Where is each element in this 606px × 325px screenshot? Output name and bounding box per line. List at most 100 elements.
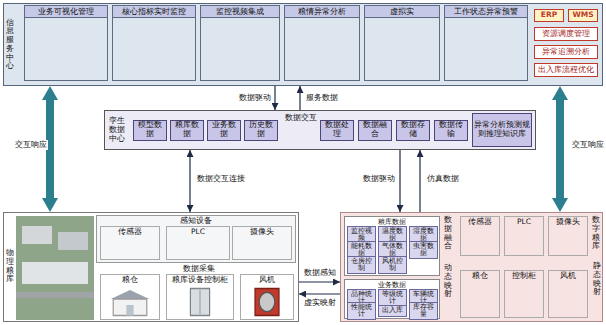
annotation-label: 静态映射 bbox=[593, 262, 601, 297]
group-box: 业务数据品种统计等级统计车辆统计性能统计出入库库存容量 bbox=[344, 279, 440, 319]
edge-label: 交互响应 bbox=[571, 140, 605, 150]
depot-photo bbox=[16, 216, 94, 320]
node-label: 风机 bbox=[549, 272, 587, 281]
data-chip: 仓房控制 bbox=[347, 256, 376, 274]
module-box: 历史数据 bbox=[244, 120, 278, 141]
node-label: 业务数据 bbox=[209, 121, 239, 138]
silo-icon bbox=[111, 290, 149, 316]
data-chip: 虫害数据 bbox=[409, 241, 438, 259]
module-box: 数据存储 bbox=[396, 120, 430, 141]
photo-building bbox=[22, 262, 88, 284]
node-label: 传感器 bbox=[461, 218, 499, 227]
node-label: 性能统计 bbox=[349, 304, 374, 319]
device-box: PLC bbox=[504, 216, 544, 256]
module-box: 异常分析预测规则推理知识库 bbox=[472, 113, 532, 147]
photo-building bbox=[58, 232, 88, 250]
node-label: 数字粮库 bbox=[592, 216, 600, 251]
module-box: 粮库数据 bbox=[170, 120, 204, 141]
edge-label: 服务数据 bbox=[305, 93, 339, 103]
region-band: 信息服务中心 业务可视化管理核心指标实时监控监控视频集成粮情异常分析虚拟实工作状态… bbox=[3, 3, 603, 86]
node-label: 数据处理 bbox=[322, 121, 352, 138]
node-label: ERP bbox=[541, 11, 557, 20]
module-box: 异常追溯分析 bbox=[534, 45, 598, 59]
module-box: 资源调度管理 bbox=[534, 27, 598, 41]
device-box: 粮仓 bbox=[460, 270, 500, 318]
node-label: 工作状态异常预警 bbox=[445, 6, 527, 18]
node-label: 粮库数据 bbox=[172, 121, 202, 138]
connector-arrow bbox=[419, 150, 420, 212]
device-box: 传感器 bbox=[100, 226, 160, 260]
region-band: 数字粮库粮库数据监控视频温度数据湿度数据能耗数据气体数据虫害数据仓房控制风机控制… bbox=[340, 212, 603, 322]
group-box: 粮库数据监控视频温度数据湿度数据能耗数据气体数据虫害数据仓房控制风机控制 bbox=[344, 216, 440, 276]
node-label: 粮情异常分析 bbox=[285, 6, 359, 18]
node-label: 控制柜 bbox=[505, 272, 543, 281]
data-chip: 性能统计 bbox=[347, 302, 376, 320]
annotation-label: 数据融合 bbox=[444, 216, 452, 251]
node-label: 摄像头 bbox=[549, 218, 587, 227]
node-label: 历史数据 bbox=[246, 121, 276, 138]
connector-arrow bbox=[299, 281, 340, 282]
edge-label: 数据交互连接 bbox=[196, 174, 246, 184]
node-label: 等级统计 bbox=[380, 291, 405, 306]
module-box: 出入库流程优化 bbox=[534, 63, 598, 77]
node-label: 数据存储 bbox=[398, 121, 428, 138]
node-label: PLC bbox=[167, 228, 229, 237]
connector-arrow bbox=[399, 150, 400, 212]
node-label: 业务可视化管理 bbox=[25, 6, 107, 18]
edge-label: 数据驱动 bbox=[362, 174, 396, 184]
node-label: 物理粮库 bbox=[6, 249, 14, 284]
connector-arrow bbox=[299, 293, 340, 294]
module-box: 数据传输 bbox=[434, 120, 468, 141]
app-panel: 核心指标实时监控 bbox=[112, 5, 196, 81]
edge-label: 数据驱动 bbox=[238, 93, 272, 103]
edge-label: 数据感知 bbox=[303, 268, 337, 278]
device-box: 风机 bbox=[240, 274, 294, 320]
device-box: 传感器 bbox=[460, 216, 500, 256]
data-chip: 库存容量 bbox=[409, 302, 438, 320]
module-box: 业务数据 bbox=[207, 120, 241, 141]
node-label: 信息服务中心 bbox=[6, 18, 14, 71]
node-label: 监控视频集成 bbox=[201, 6, 279, 18]
node-label: 出入库 bbox=[382, 307, 403, 314]
photo-road bbox=[16, 292, 94, 298]
app-panel: 业务可视化管理 bbox=[24, 5, 108, 81]
device-box: 粮仓 bbox=[100, 274, 160, 320]
module-box: WMS bbox=[568, 9, 598, 22]
connector-arrow bbox=[189, 150, 190, 212]
cabinet-icon bbox=[190, 289, 209, 316]
node-label: 仓房控制 bbox=[349, 258, 374, 273]
app-panel: 工作状态异常预警 bbox=[444, 5, 528, 81]
node-label: 粮仓 bbox=[101, 276, 159, 285]
data-chip: 风机控制 bbox=[378, 256, 407, 274]
node-label: 出入库流程优化 bbox=[538, 66, 594, 75]
edge-label: 虚实映射 bbox=[303, 298, 337, 308]
device-box: 摄像头 bbox=[548, 216, 588, 256]
edge-label: 仿真数据 bbox=[426, 174, 460, 184]
module-box: ERP bbox=[534, 9, 564, 22]
node-label: PLC bbox=[505, 218, 543, 227]
photo-ground bbox=[16, 216, 94, 320]
node-label: 粮仓 bbox=[461, 272, 499, 281]
annotation-label: 数据采集 bbox=[182, 264, 216, 274]
node-label: 风机 bbox=[241, 276, 293, 285]
node-label: 数据传输 bbox=[436, 121, 466, 138]
node-label: 异常追溯分析 bbox=[542, 48, 590, 57]
node-label: 异常分析预测规则推理知识库 bbox=[474, 121, 530, 138]
device-box: 摄像头 bbox=[232, 226, 292, 260]
node-label: 数据融合 bbox=[360, 121, 390, 138]
node-label: 模型数据 bbox=[135, 121, 165, 138]
node-label: 业务数据 bbox=[345, 281, 439, 289]
node-label: 感知设备 bbox=[97, 217, 295, 226]
connector-arrow bbox=[556, 94, 564, 204]
node-label: 虫害数据 bbox=[411, 243, 436, 258]
node-label: 粮库数据 bbox=[345, 218, 439, 226]
node-label: 传感器 bbox=[101, 228, 159, 237]
connector-arrow bbox=[299, 86, 300, 110]
device-box: 风机 bbox=[548, 270, 588, 318]
connector-arrow bbox=[274, 86, 275, 110]
device-box: 控制柜 bbox=[504, 270, 544, 318]
node-label: 粮库设备控制柜 bbox=[167, 276, 233, 285]
data-center-band: 孪生数据中心模型数据粮库数据业务数据历史数据数据处理数据融合数据存储数据传输异常… bbox=[104, 110, 536, 150]
data-chip: 出入库 bbox=[378, 305, 407, 317]
node-label: 虚拟实 bbox=[365, 6, 439, 18]
